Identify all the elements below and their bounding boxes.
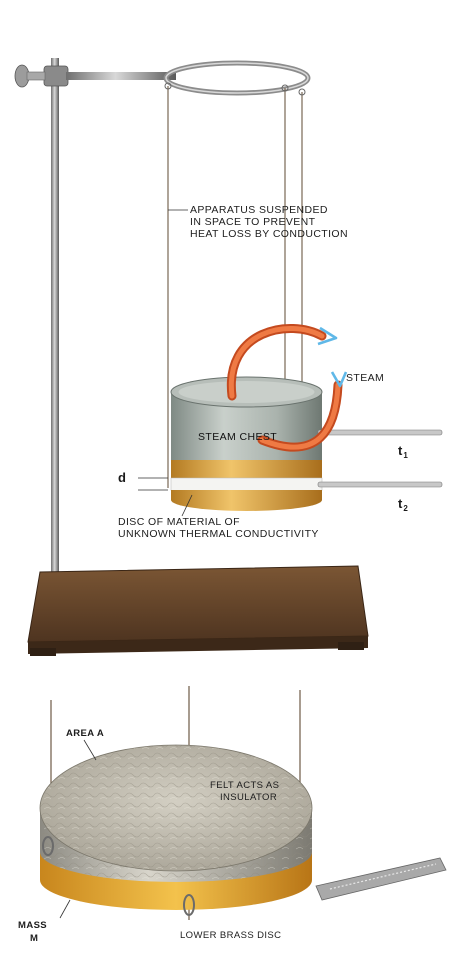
- label-felt-2: INSULATOR: [220, 792, 278, 803]
- stand-rod: [51, 58, 59, 598]
- label-disc-2: UNKNOWN THERMAL CONDUCTIVITY: [118, 528, 319, 540]
- label-steam: STEAM: [346, 372, 385, 384]
- label-mass-2: M: [30, 933, 39, 944]
- label-t1: t1: [398, 443, 408, 460]
- label-suspended-3: HEAT LOSS BY CONDUCTION: [190, 228, 348, 240]
- label-disc-1: DISC OF MATERIAL OF: [118, 516, 240, 528]
- lower-brass-disc-top: [171, 490, 322, 512]
- thermometer-t1: [317, 429, 443, 436]
- label-suspended-2: IN SPACE TO PREVENT: [190, 216, 316, 228]
- label-felt-1: FELT ACTS AS: [210, 780, 280, 791]
- thermometer-lower: [315, 857, 447, 901]
- thermometer-t2: [317, 481, 443, 488]
- steam-arrow-in: [330, 371, 348, 388]
- label-steam-chest: STEAM CHEST: [198, 431, 278, 443]
- stand-base: [27, 565, 369, 643]
- support-arm: [66, 72, 176, 80]
- label-t2: t2: [398, 496, 408, 513]
- label-suspended-1: APPARATUS SUSPENDED: [190, 204, 328, 216]
- label-area: AREA A: [66, 728, 105, 739]
- label-lower-brass-disc: LOWER BRASS DISC: [180, 930, 282, 941]
- label-mass-1: MASS: [18, 920, 48, 931]
- clamp-boss: [43, 65, 69, 87]
- label-d: d: [118, 470, 126, 485]
- steam-arrow-out: [317, 326, 338, 346]
